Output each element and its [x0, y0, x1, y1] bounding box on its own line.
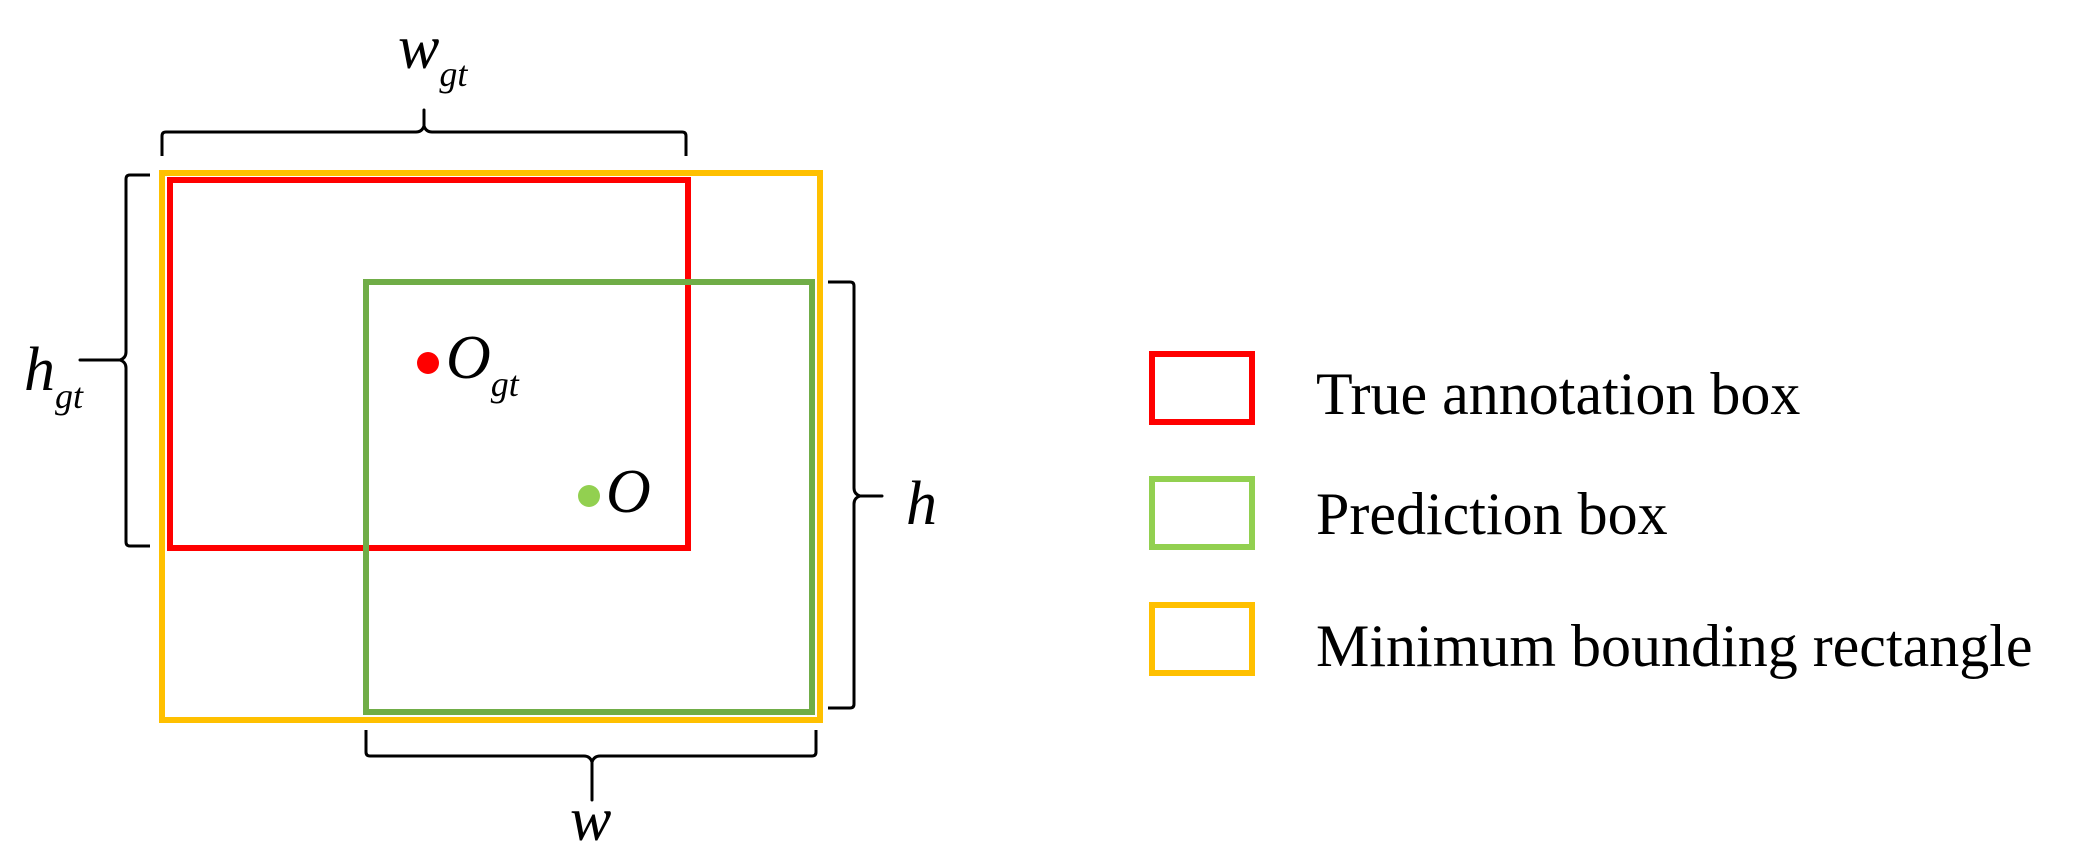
center-point-gt — [417, 352, 439, 374]
label-w-gt-base: w — [398, 14, 439, 82]
legend-item-bounding-rect: Minimum bounding rectangle — [1149, 602, 2033, 679]
legend-swatch-true-annotation — [1149, 351, 1255, 425]
minimum-bounding-rectangle — [159, 170, 823, 723]
label-w-gt-sub: gt — [439, 54, 468, 94]
brace-w — [364, 730, 818, 802]
brace-h — [828, 280, 884, 710]
brace-w-gt — [160, 108, 688, 156]
legend-swatch-prediction — [1149, 476, 1255, 550]
label-h: h — [906, 470, 937, 538]
legend-label-true-annotation: True annotation box — [1316, 361, 1800, 427]
label-h-gt-base: h — [24, 336, 55, 404]
legend-label-prediction: Prediction box — [1316, 481, 1668, 547]
label-h-gt: hgt — [24, 336, 84, 416]
legend: True annotation box Prediction box Minim… — [1149, 351, 2033, 679]
label-o: O — [606, 458, 651, 526]
label-o-gt-base: O — [446, 324, 491, 392]
label-o-gt: Ogt — [446, 324, 520, 404]
prediction-box — [363, 279, 815, 715]
label-o-gt-sub: gt — [491, 364, 520, 404]
center-point-pred — [578, 485, 600, 507]
legend-swatch-bounding-rect — [1149, 602, 1255, 676]
label-w: w — [570, 786, 611, 854]
label-h-gt-sub: gt — [55, 376, 84, 416]
legend-label-bounding-rect: Minimum bounding rectangle — [1316, 613, 2033, 679]
label-w-gt: wgt — [398, 14, 468, 94]
true-annotation-box — [167, 177, 691, 551]
legend-item-true-annotation: True annotation box — [1149, 351, 1800, 427]
brace-h-gt — [78, 173, 150, 548]
legend-item-prediction: Prediction box — [1149, 476, 1668, 550]
